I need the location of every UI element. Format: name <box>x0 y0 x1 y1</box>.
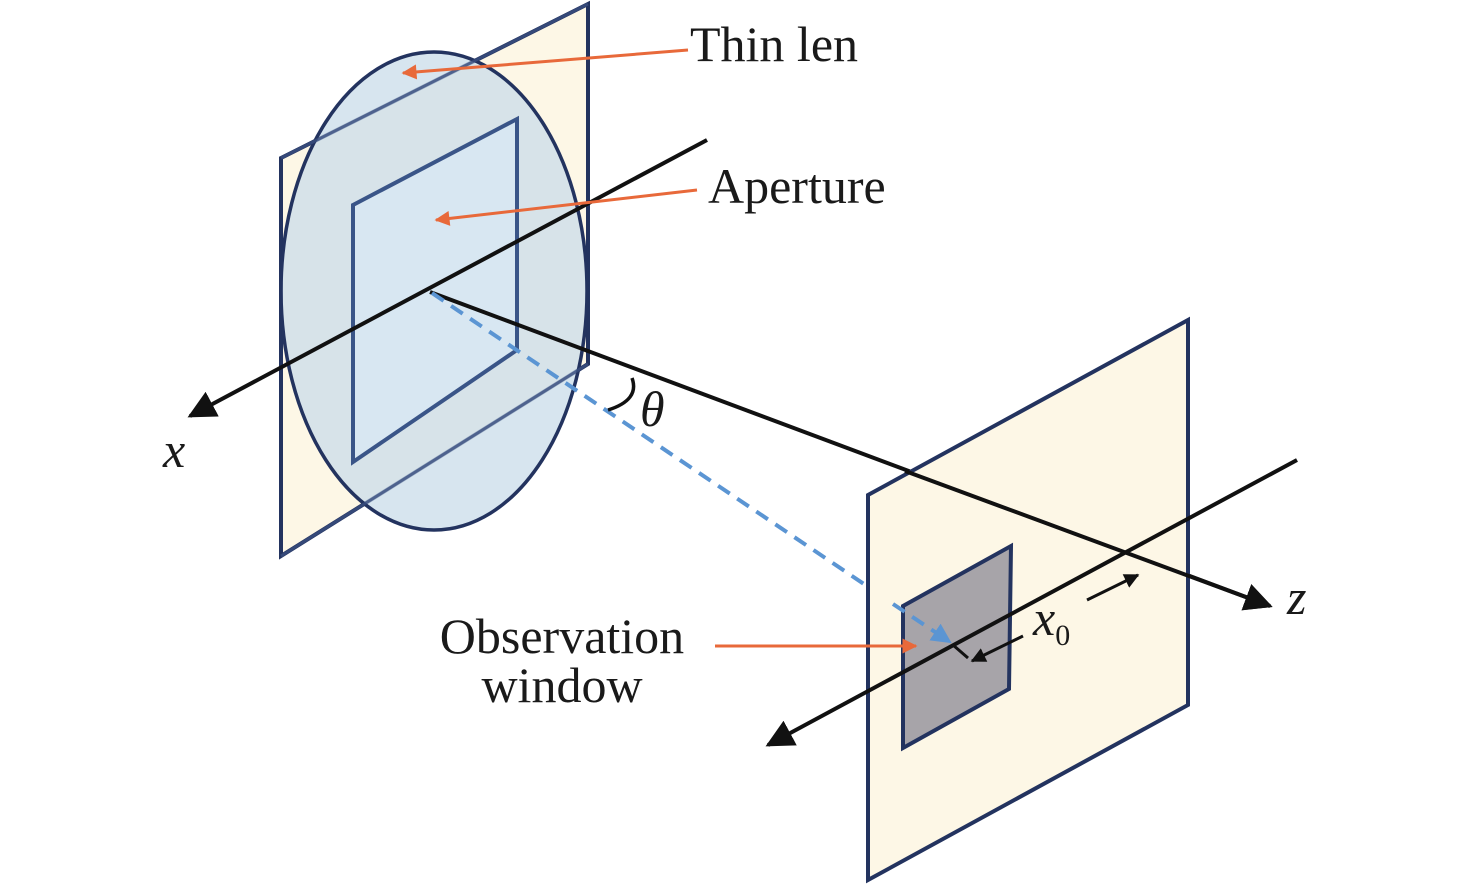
lens-plane-edge <box>280 2 589 160</box>
x0-arrow-right <box>1086 573 1140 602</box>
observation-window-label-line1: Observation <box>440 608 684 664</box>
z-axis-overlay <box>904 469 1273 611</box>
thin-lens-pointer-arrow <box>401 48 689 80</box>
x0-tick <box>952 643 969 660</box>
observation-plane <box>866 316 1190 884</box>
x0-label: x0 <box>1032 590 1070 652</box>
thin-lens-label: Thin len <box>690 16 858 72</box>
x0-label-main: x <box>1032 590 1055 646</box>
aperture-label: Aperture <box>708 158 886 214</box>
theta-arc <box>607 377 636 412</box>
z-axis-label: z <box>1286 569 1306 625</box>
observation-x-axis <box>765 458 1298 747</box>
x-axis <box>187 138 708 418</box>
ray-dashed <box>430 291 952 644</box>
x-axis-label: x <box>162 422 185 478</box>
lens-plane-edge <box>280 362 589 558</box>
ray-dashed-tip <box>891 602 952 644</box>
x0-label-sub: 0 <box>1055 619 1070 652</box>
observation-window-label-line2: window <box>481 657 642 713</box>
theta-label: θ <box>640 381 665 437</box>
aperture-pointer-arrow <box>434 188 698 226</box>
x0-arrow-left <box>970 634 1024 663</box>
